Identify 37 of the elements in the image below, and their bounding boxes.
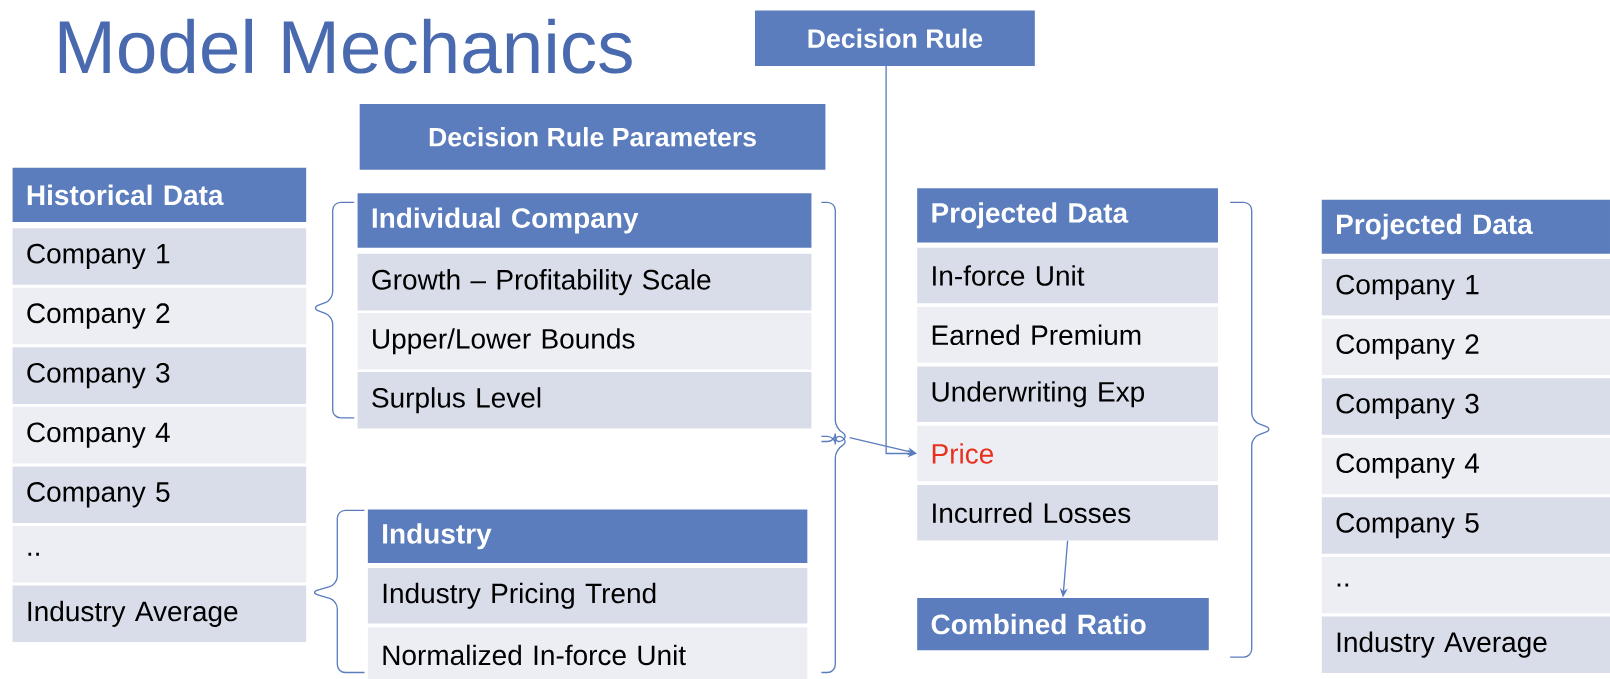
table-row: Company 4: [12, 406, 307, 464]
table-row: Company 5: [12, 466, 307, 523]
table-row: Price: [917, 425, 1218, 482]
table-row: Company 2: [12, 287, 307, 345]
table-row: Company 2: [1321, 318, 1610, 376]
node-label: ..: [28, 552, 39, 556]
table-header: Projected Data: [917, 188, 1218, 243]
table-row: Upper/Lower Bounds: [357, 312, 812, 370]
table-row: ..: [12, 525, 307, 583]
node-label: Upper/Lower Bounds: [373, 328, 635, 355]
table-row: Company 5: [1321, 497, 1610, 554]
label-box: Decision Rule: [755, 10, 1035, 67]
table-row: Industry Average: [1321, 616, 1610, 673]
bracket: [820, 201, 846, 674]
table-header: Historical Data: [12, 167, 307, 223]
table-row: Company 1: [1321, 259, 1610, 316]
table-header: Combined Ratio: [917, 597, 1209, 651]
table-row: Earned Premium: [917, 307, 1218, 363]
table-row: Incurred Losses: [917, 485, 1218, 541]
table-row: In-force Unit: [917, 247, 1218, 304]
table-row: Growth – Profitability Scale: [357, 253, 812, 311]
table-row: Underwriting Exp: [917, 366, 1218, 422]
table-row: Normalized In-force Unit: [367, 627, 808, 679]
table-header: Industry: [367, 509, 808, 563]
table-row: Company 4: [1321, 437, 1610, 495]
node-label: Company 4: [27, 422, 170, 448]
table-row: Industry Average: [12, 585, 307, 643]
table-row: ..: [1321, 556, 1610, 614]
title: Model Mechanics: [59, 18, 632, 74]
table-row: Company 3: [1321, 378, 1610, 435]
label-box: Decision Rule Parameters: [359, 103, 826, 170]
table-row: Surplus Level: [357, 371, 812, 429]
table-row: Company 3: [12, 347, 307, 404]
table-row: Industry Pricing Trend: [367, 568, 808, 624]
table-header: Projected Data: [1321, 199, 1610, 254]
table-row: Company 1: [12, 228, 307, 285]
table-header: Individual Company: [357, 193, 812, 248]
